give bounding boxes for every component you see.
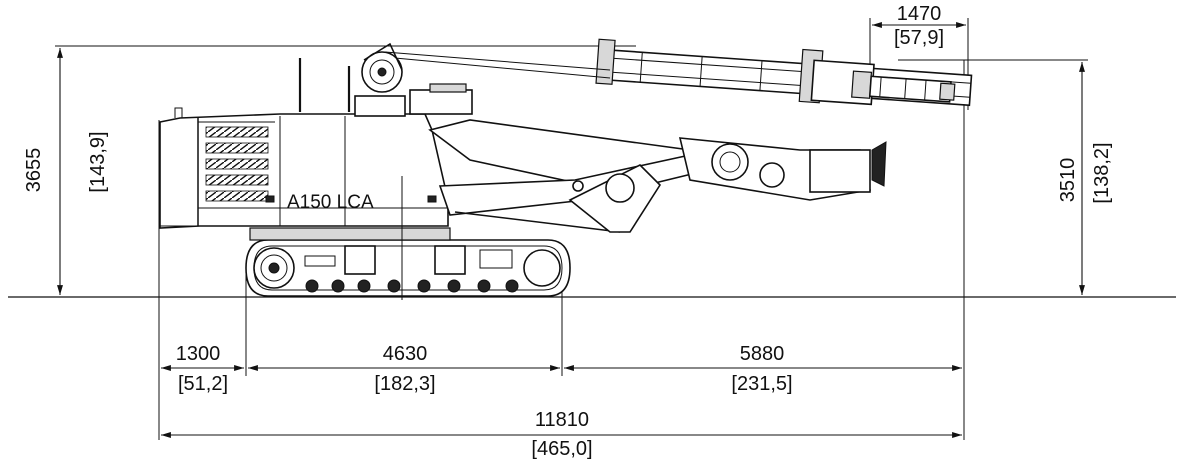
dim-left-height-in: [143,9] [87, 131, 109, 192]
dim-top-width-mm: 1470 [897, 3, 942, 25]
dim-track-length-mm: 4630 [383, 343, 428, 365]
mast [595, 38, 973, 107]
dim-right-height-mm: 3510 [1057, 158, 1079, 203]
dim-front-reach-in: [231,5] [731, 373, 792, 395]
machine-model-label: A150 LCA [287, 192, 374, 213]
dim-top-width-in: [57,9] [894, 27, 944, 49]
dim-track-length-in: [182,3] [374, 373, 435, 395]
dim-front-reach-mm: 5880 [740, 343, 785, 365]
dim-total-length-mm: 11810 [535, 409, 589, 431]
dim-total-length-in: [465,0] [531, 438, 592, 460]
dimension-lines [57, 22, 1085, 438]
dim-right-height-in: [138,2] [1091, 142, 1113, 203]
machine-drawing [159, 38, 973, 300]
dim-rear-overhang-mm: 1300 [176, 343, 221, 365]
dim-left-height-mm: 3655 [23, 148, 45, 193]
dim-rear-overhang-in: [51,2] [178, 373, 228, 395]
